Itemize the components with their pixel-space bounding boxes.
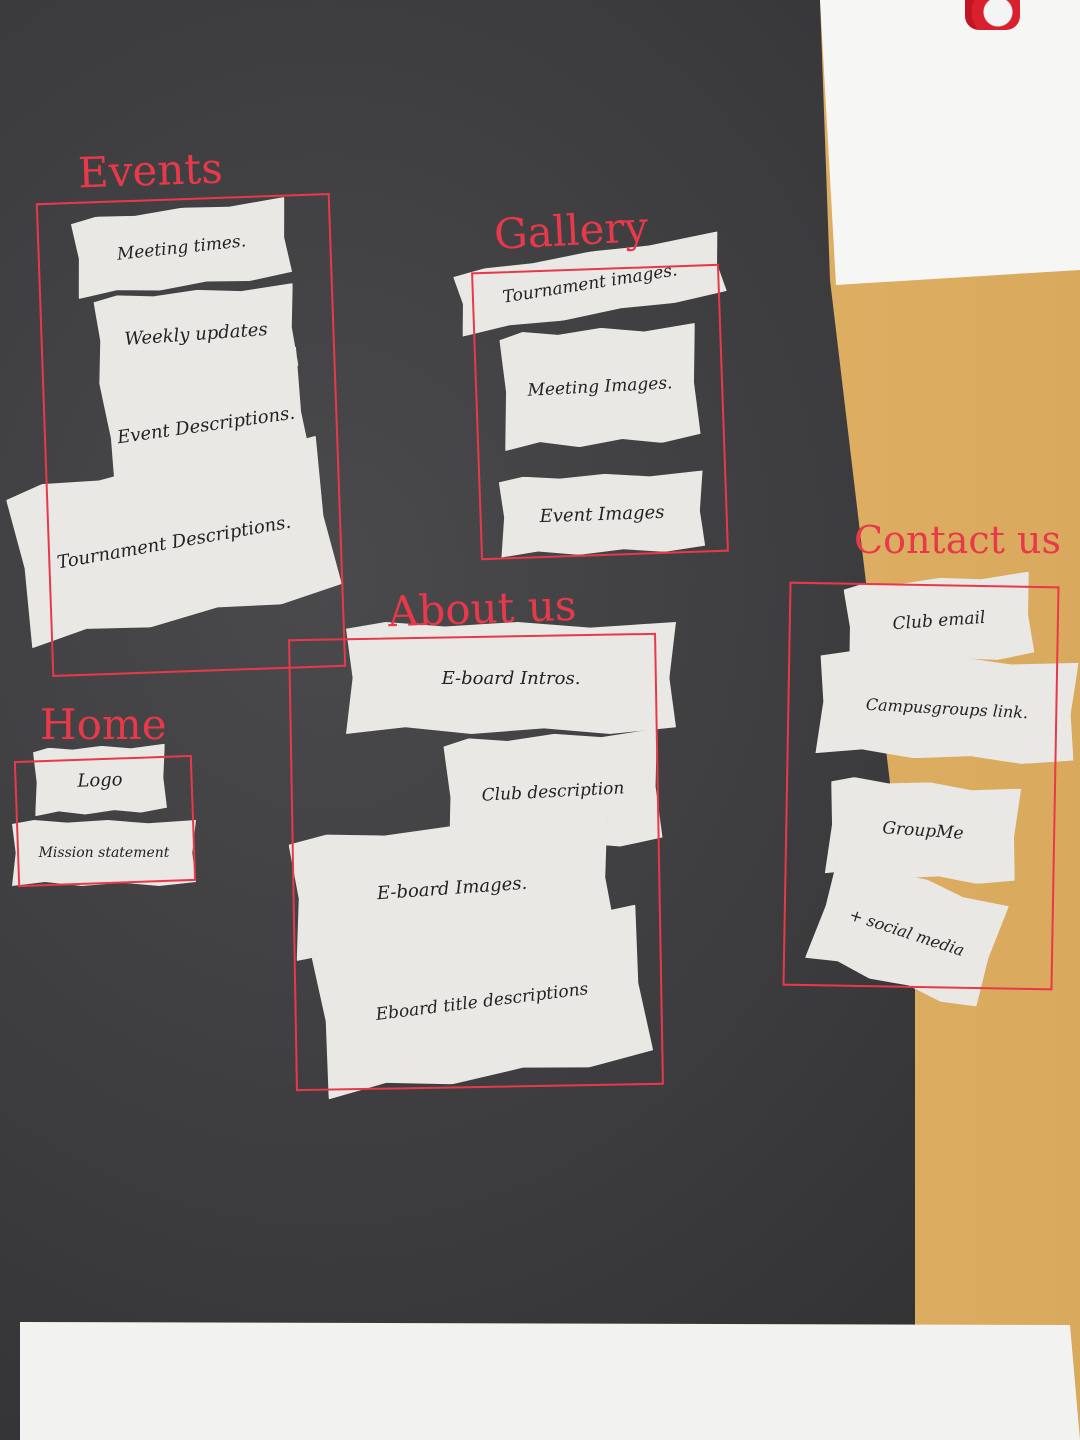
red-marker-frame-gallery: [471, 263, 729, 561]
group-label-gallery: Gallery: [492, 202, 650, 259]
group-label-contact: Contact us: [854, 518, 1061, 562]
red-marker-frame-contact: [782, 581, 1060, 991]
group-label-home: Home: [40, 700, 167, 749]
group-label-events: Events: [77, 143, 224, 198]
group-label-about: About us: [387, 580, 578, 637]
white-paper-sheet-top: [820, 0, 1080, 285]
paper-slip-about-1: E-board Intros.: [346, 622, 676, 734]
paper-slip-home-2: Mission statement: [12, 820, 196, 886]
red-marker-frame-home: [13, 754, 197, 888]
red-marker-frame-events: [35, 193, 347, 677]
red-object-corner: [965, 0, 1020, 30]
red-marker-frame-about: [288, 632, 664, 1092]
